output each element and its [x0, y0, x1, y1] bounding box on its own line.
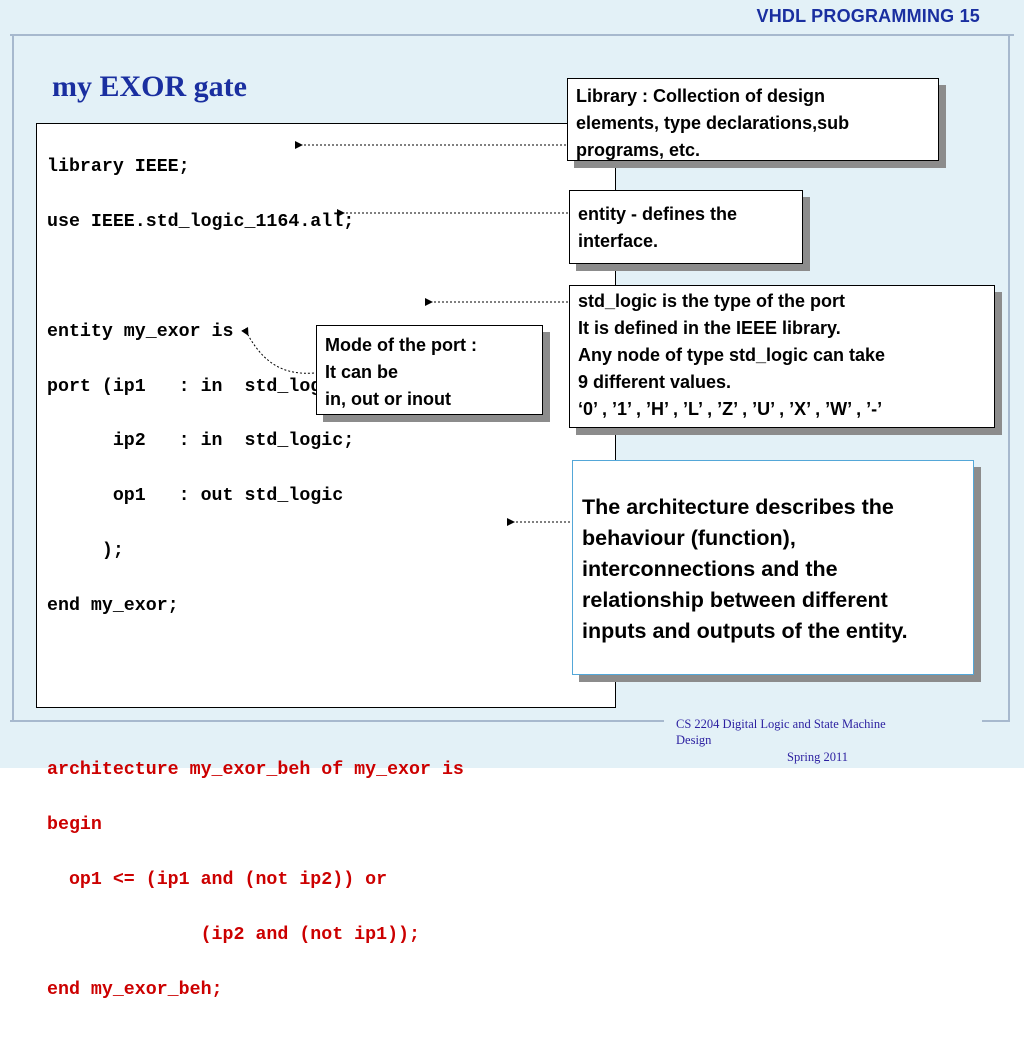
code-line: (ip2 and (not ip1));: [47, 924, 420, 945]
code-line: ip2 : in std_logic;: [47, 431, 355, 452]
mode-arrow: [241, 326, 315, 374]
frame-bottom-line-right: [982, 720, 1010, 722]
frame-right-line: [1008, 34, 1010, 720]
code-line: begin: [47, 815, 102, 836]
slide-header: VHDL PROGRAMMING 15: [756, 6, 980, 26]
code-line: library IEEE;: [47, 157, 190, 178]
frame-top-line: [10, 34, 1014, 36]
std-logic-callout: std_logic is the type of the port It is …: [569, 285, 995, 428]
architecture-callout: The architecture describes the behaviour…: [572, 460, 974, 675]
code-line: use IEEE.std_logic_1164.all;: [47, 212, 355, 233]
slide-title: my EXOR gate: [52, 70, 247, 103]
library-callout: Library : Collection of design elements,…: [567, 78, 939, 161]
frame-left-line: [12, 34, 14, 720]
port-mode-callout: Mode of the port : It can be in, out or …: [316, 325, 543, 415]
frame-bottom-line-left: [10, 720, 664, 722]
footer-course: CS 2204 Digital Logic and State Machine …: [676, 717, 886, 747]
slide: VHDL PROGRAMMING 15 my EXOR gate library…: [0, 0, 1024, 1000]
callout-arrows: [241, 141, 570, 526]
code-line: entity my_exor is: [47, 321, 234, 342]
code-line: op1 : out std_logic: [47, 486, 344, 507]
code-line: );: [47, 541, 124, 562]
code-line: op1 <= (ip1 and (not ip2)) or: [47, 869, 388, 890]
code-line: end my_exor;: [47, 595, 179, 616]
code-panel: library IEEE; use IEEE.std_logic_1164.al…: [36, 123, 616, 1000]
footer-term: Spring 2011: [787, 750, 848, 764]
entity-callout: entity - defines the interface.: [569, 190, 803, 264]
code-line: end my_exor_beh;: [47, 979, 223, 1000]
